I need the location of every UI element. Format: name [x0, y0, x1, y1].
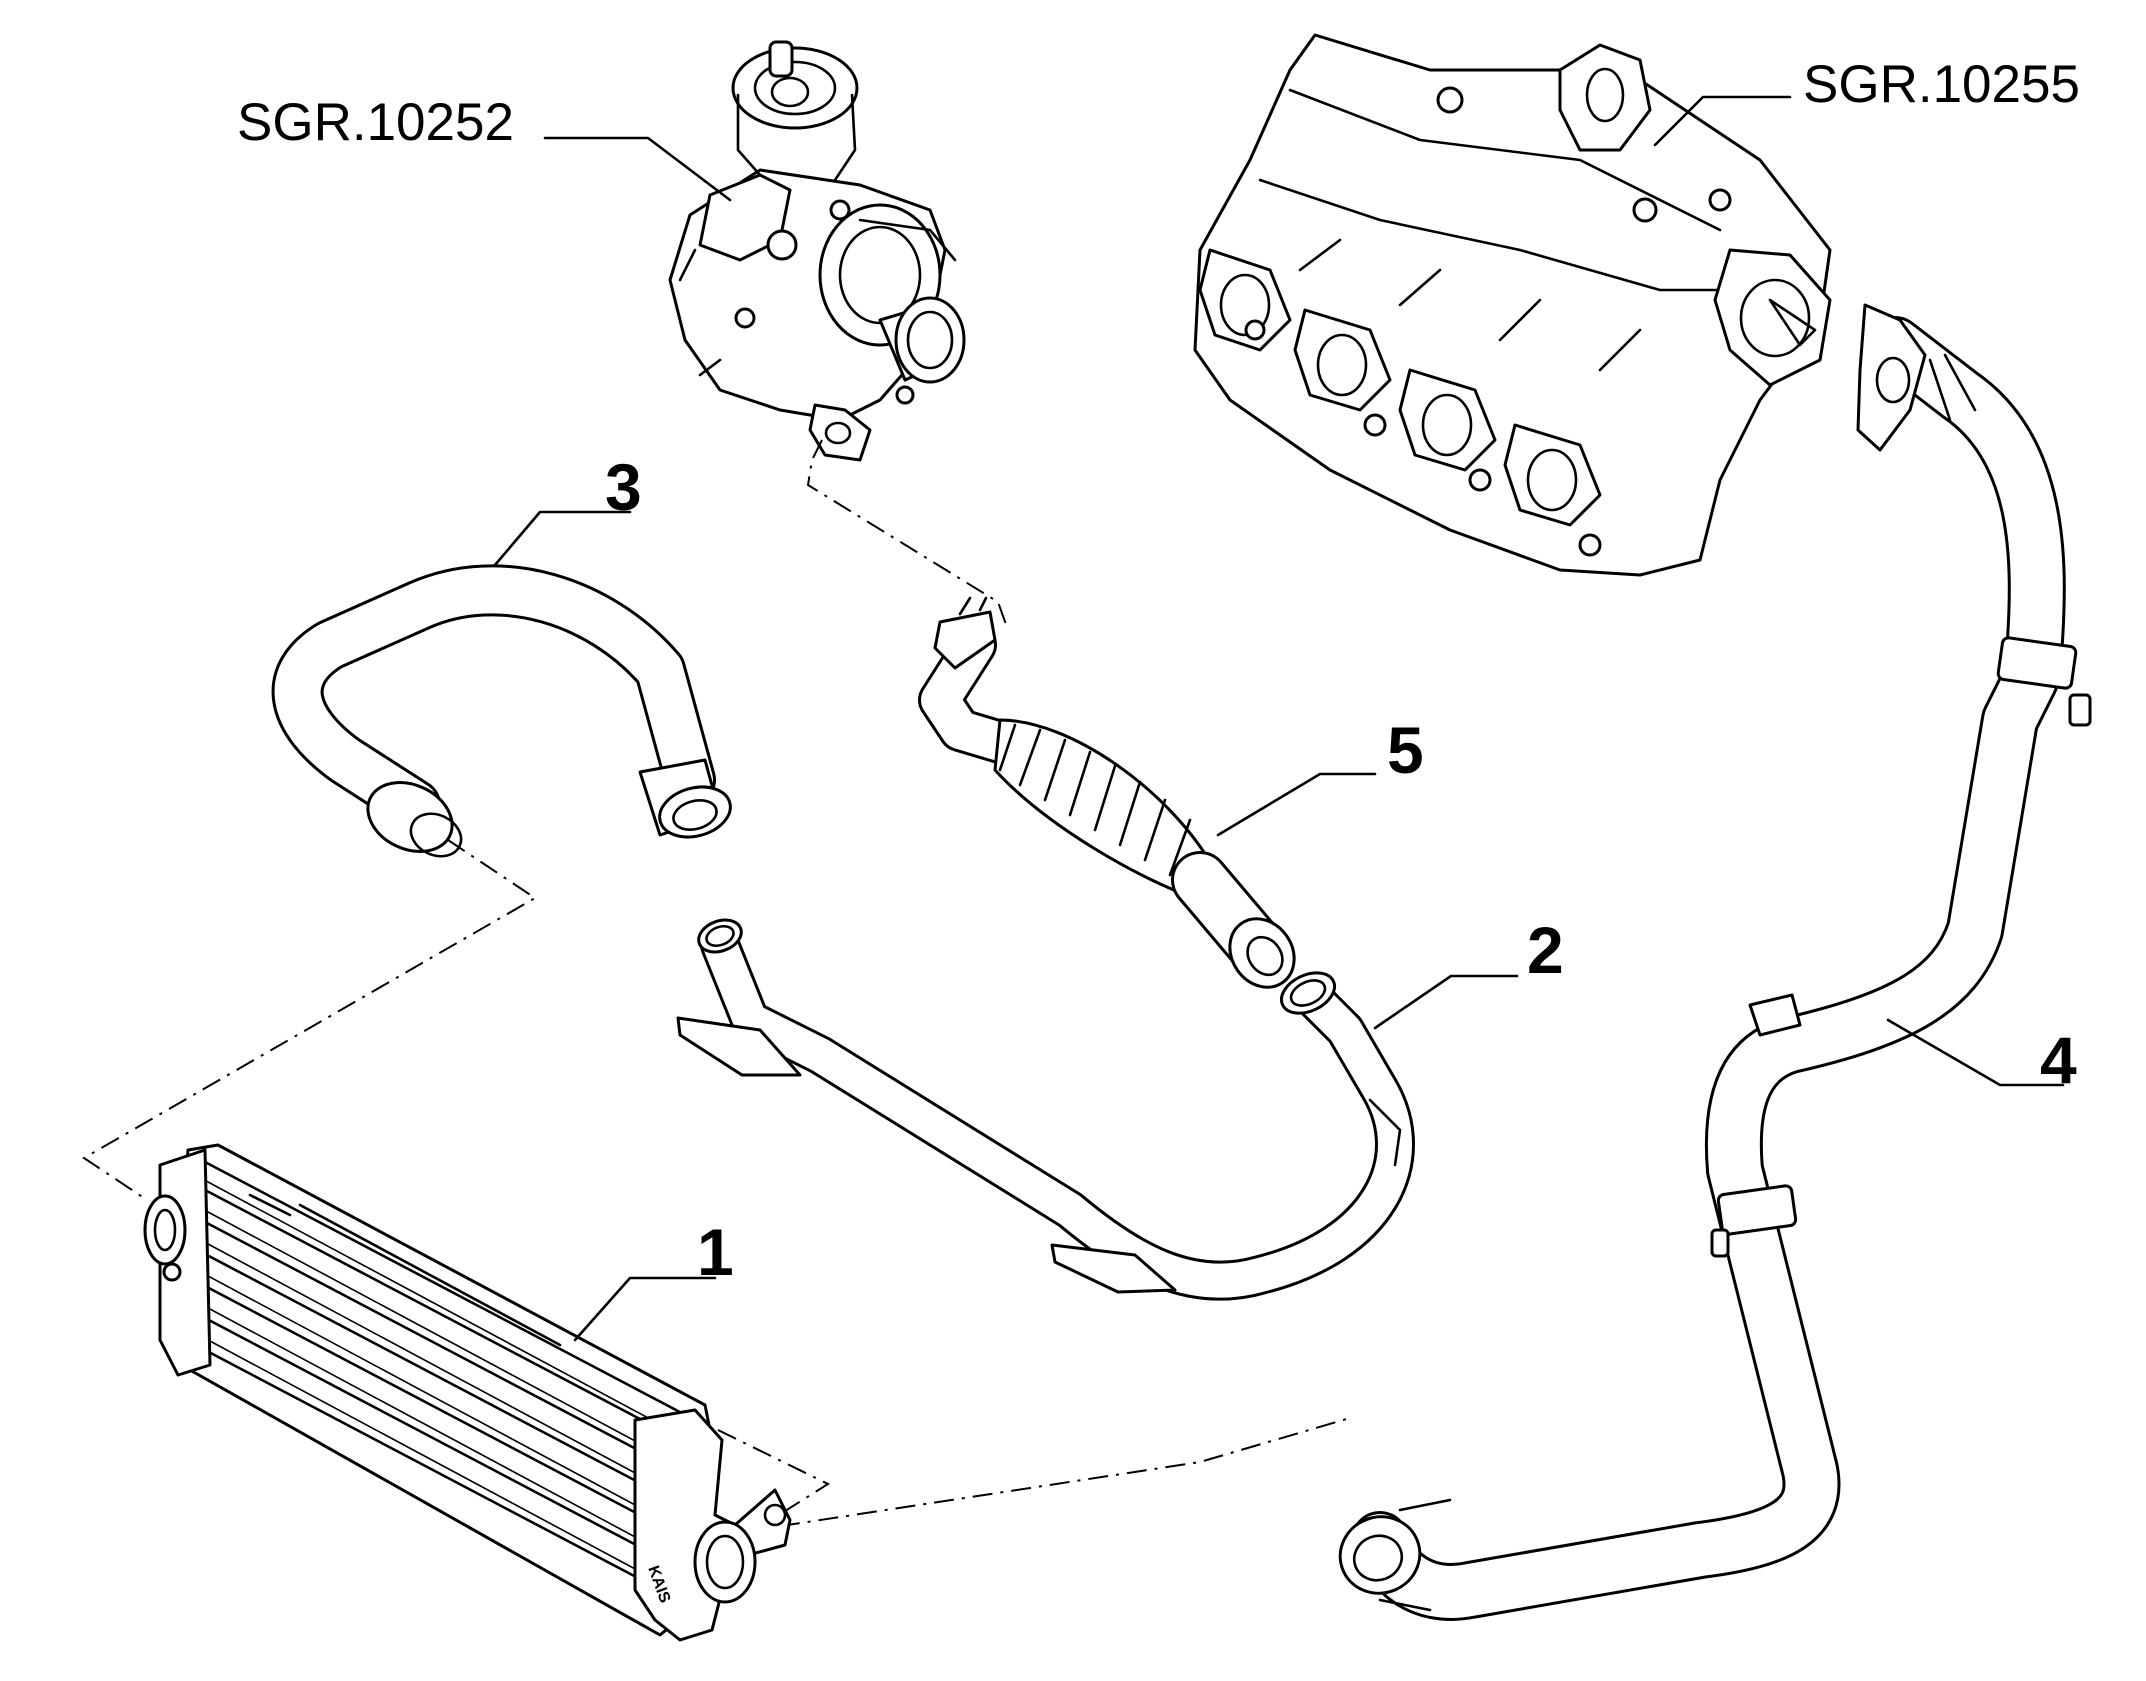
part-number-3: 3: [605, 450, 642, 524]
part-number-1: 1: [697, 1215, 734, 1289]
intake-manifold: [1193, 33, 1832, 577]
pipe-2: [676, 918, 1415, 1301]
turbocharger: [668, 40, 966, 462]
intercooler: KAIS: [143, 1143, 792, 1642]
pipe-5: [918, 596, 1296, 989]
turbocharger-reference-label: SGR.10252: [237, 93, 514, 152]
pipe-4: [1338, 303, 2092, 1621]
hose-3: [271, 564, 732, 858]
part-number-5: 5: [1387, 713, 1424, 787]
manifold-ports: [1198, 248, 1602, 527]
part-number-4: 4: [2040, 1023, 2077, 1097]
leader-lines: [493, 95, 2065, 1342]
manifold-reference-label: SGR.10255: [1803, 55, 2080, 114]
part-number-2: 2: [1527, 913, 1564, 987]
